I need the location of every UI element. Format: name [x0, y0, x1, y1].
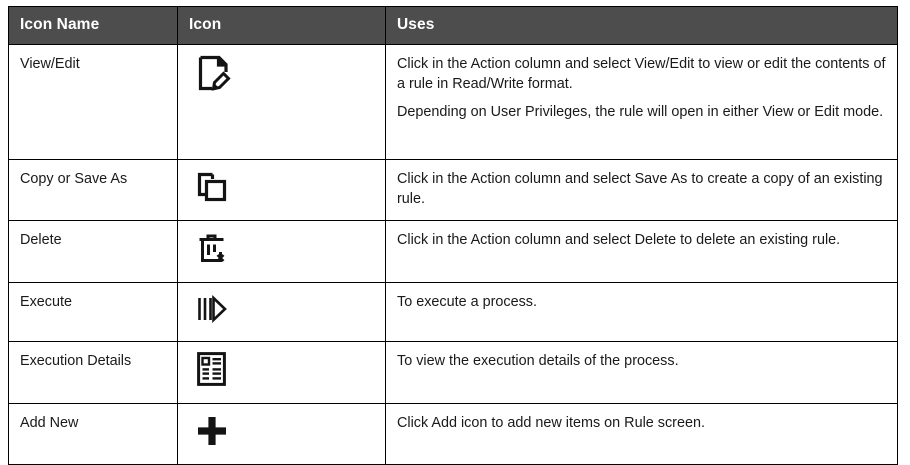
- table-header-row: Icon Name Icon Uses: [8, 6, 898, 45]
- cell-icon: [177, 158, 386, 222]
- table-row: Copy or Save As Click in the Actio: [8, 158, 898, 222]
- table-row: View/Edit: [8, 44, 898, 160]
- cell-uses: Click in the Action column and select De…: [385, 220, 898, 283]
- trash-delete-icon: [192, 228, 232, 268]
- column-header-icon: Icon: [177, 6, 386, 45]
- cell-icon: [177, 402, 386, 465]
- table-row: Delete: [8, 220, 898, 283]
- execute-play-icon: [192, 290, 230, 328]
- table-row: Add New Click Add icon to add new items …: [8, 402, 898, 465]
- cell-icon-name: Execute: [8, 281, 178, 343]
- uses-paragraph: To view the execution details of the pro…: [397, 353, 679, 370]
- cell-icon-name: View/Edit: [8, 44, 178, 160]
- uses-paragraph: Click in the Action column and select De…: [397, 232, 841, 249]
- plus-add-icon: [192, 411, 232, 451]
- cell-icon: [177, 44, 386, 160]
- column-header-uses: Uses: [385, 6, 898, 45]
- table-row: Execution Details: [8, 341, 898, 404]
- uses-paragraph: Click Add icon to add new items on Rule …: [397, 414, 705, 431]
- cell-uses: Click in the Action column and select Vi…: [385, 44, 898, 160]
- uses-paragraph: Depending on User Privileges, the rule w…: [397, 103, 884, 120]
- uses-paragraph: Click in the Action column and select Vi…: [397, 56, 886, 93]
- cell-icon: [177, 341, 386, 404]
- cell-uses: To execute a process.: [385, 281, 898, 343]
- icon-reference-table: Icon Name Icon Uses View/Edit: [8, 6, 898, 465]
- cell-uses: Click in the Action column and select Sa…: [385, 158, 898, 222]
- cell-uses: To view the execution details of the pro…: [385, 341, 898, 404]
- execution-details-list-icon: [192, 349, 232, 389]
- cell-icon-name: Execution Details: [8, 341, 178, 404]
- cell-icon-name: Copy or Save As: [8, 158, 178, 222]
- cell-icon: [177, 281, 386, 343]
- column-header-icon-name: Icon Name: [8, 6, 178, 45]
- cell-uses: Click Add icon to add new items on Rule …: [385, 402, 898, 465]
- cell-icon-name: Delete: [8, 220, 178, 283]
- uses-paragraph: Click in the Action column and select Sa…: [397, 171, 883, 208]
- table-row: Execute To execute: [8, 281, 898, 343]
- cell-icon-name: Add New: [8, 402, 178, 465]
- table-header: Icon Name Icon Uses: [8, 6, 898, 45]
- table-body: View/Edit: [8, 44, 898, 465]
- copy-icon: [192, 167, 232, 207]
- document-edit-icon: [192, 52, 236, 96]
- cell-icon: [177, 220, 386, 283]
- uses-paragraph: To execute a process.: [397, 293, 537, 310]
